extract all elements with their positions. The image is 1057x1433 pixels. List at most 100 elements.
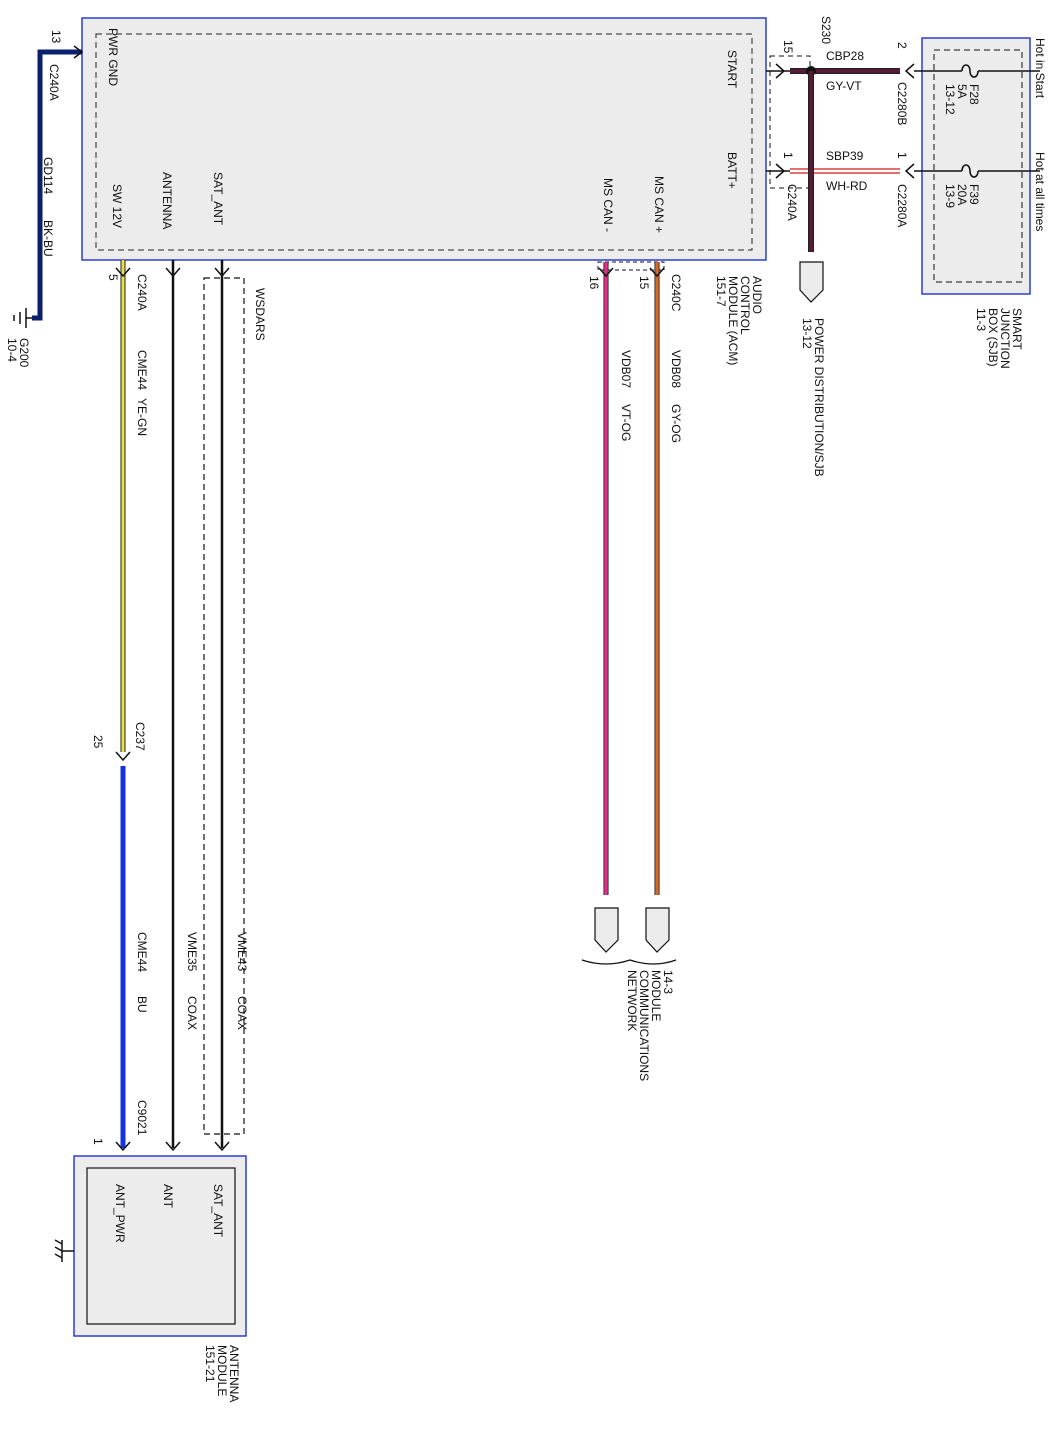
wsdars-shield: [203, 277, 245, 1135]
vdb08-color: GY-OG: [669, 404, 683, 443]
pin-label-start: START: [725, 50, 739, 89]
acm-inner-dashed: [95, 33, 753, 251]
vdb07-color: VT-OG: [619, 404, 633, 441]
fuse-f39-name: F39: [967, 184, 981, 205]
hot-at-all-times-label: Hot at all times: [1033, 152, 1047, 231]
network-ref-line-2: MODULE: [649, 970, 663, 1021]
am-name-line-3: 151-21: [203, 1345, 217, 1383]
c240a-gnd-label: C240A: [47, 64, 61, 101]
am-name-line-2: MODULE: [215, 1345, 229, 1396]
pin-number-sjb-start: 2: [895, 42, 909, 49]
sjb-name-line-1: SMART: [1010, 308, 1024, 350]
pin-number-start: 15: [781, 40, 795, 54]
smart-junction-box: F28 5A 13-12 F39 20A 13-9 Hot in Start H…: [914, 37, 1047, 369]
pin-label-antenna: ANTENNA: [160, 172, 174, 229]
twisted-pair-marker: [597, 261, 665, 271]
acm-name-line-3: MODULE (ACM): [726, 276, 740, 365]
pin-number-ms-can-minus: 16: [587, 276, 601, 290]
c240a-sw12v-connector: [115, 267, 131, 278]
vme35-label: VME35: [185, 932, 199, 972]
chassis-ground-icon: [54, 1239, 74, 1262]
antenna-circuit: VME35 COAX: [165, 260, 199, 1152]
pin-label-ms-can-minus: MS CAN -: [601, 178, 615, 232]
hot-in-start-label: Hot in Start: [1033, 38, 1047, 99]
cme44-color-lower: BU: [135, 996, 149, 1013]
pin-label-batt: BATT+: [725, 152, 739, 189]
gd114-wire: [32, 49, 82, 321]
vme35-coax: COAX: [185, 996, 199, 1030]
ground-circuit: 13 C240A GD114 BK-BU G200 10-4: [5, 30, 84, 368]
pin-label-ms-can-plus: MS CAN +: [652, 176, 666, 233]
am-pin-sat-ant: SAT_ANT: [211, 1184, 225, 1238]
pin-number-batt: 1: [781, 152, 795, 159]
cbp28-color: GY-VT: [826, 79, 862, 93]
c2280b-label: C2280B: [895, 82, 909, 125]
wsdars-label: WSDARS: [253, 288, 267, 341]
c9021-connector: [115, 1141, 131, 1152]
antenna-module: SAT_ANT ANT ANT_PWR ANTENNA MODULE 151-2…: [54, 1155, 247, 1402]
sat-ant-module-connector: [214, 1141, 230, 1152]
am-pin-ant-pwr: ANT_PWR: [113, 1184, 127, 1243]
network-ref-arrow-1: [594, 907, 619, 953]
c2280b-connector: [904, 63, 915, 79]
antenna-module-inner: [86, 1167, 236, 1325]
vme43-label: VME43: [235, 932, 249, 972]
batt-acm-connector: [775, 163, 786, 179]
acm-name-line-2: CONTROL: [738, 276, 752, 335]
c240a-gnd-connector: [73, 45, 84, 59]
c2280a-connector: [904, 163, 915, 179]
cme44-label-upper: CME44: [135, 350, 149, 390]
c240a-power-dashed: [769, 55, 811, 189]
acm-outline: [81, 17, 767, 261]
antenna-acm-connector: [165, 267, 181, 278]
c240c-label: C240C: [669, 274, 683, 312]
gd114-color: BK-BU: [41, 220, 55, 257]
sjb-name-line-2: JUNCTION: [998, 308, 1012, 369]
network-ref-line-4: NETWORK: [625, 970, 639, 1031]
pin-number-gnd: 13: [49, 30, 63, 44]
fuse-f28-icon: [961, 64, 979, 78]
pin-label-pwr-gnd: PWR GND: [106, 28, 120, 86]
ms-can-minus-connector: [598, 267, 614, 278]
acm-name: AUDIO CONTROL MODULE (ACM) 151-7: [714, 276, 764, 365]
sjb-outline: [921, 37, 1031, 295]
am-name-line-1: ANTENNA: [227, 1345, 241, 1402]
sjb-name-line-3: BOX (SJB): [986, 308, 1000, 367]
start-acm-connector: [775, 63, 786, 79]
fuse-f39-icon: [961, 164, 979, 178]
cbp28-label: CBP28: [826, 49, 864, 63]
am-pin-ant: ANT: [161, 1184, 175, 1209]
c2280a-label: C2280A: [895, 184, 909, 227]
pin-number-c9021: 1: [91, 1138, 105, 1145]
sat-ant-circuit: WSDARS VME43 COAX: [203, 260, 267, 1152]
acm-name-line-4: 151-7: [714, 276, 728, 307]
network-ref-arrow-2: [645, 907, 670, 953]
power-distribution-page: 13-12: [800, 318, 814, 349]
vdb08-label: VDB08: [669, 350, 683, 388]
fuse-f28-name: F28: [967, 84, 981, 105]
antenna-module-connector: [165, 1141, 181, 1152]
fuse-f39-ref: 13-9: [943, 184, 957, 208]
acm-name-line-1: AUDIO: [750, 276, 764, 314]
pin-label-sw12v: SW 12V: [110, 184, 124, 228]
pin-number-ms-can-plus: 15: [637, 276, 651, 290]
pin-label-sat-ant: SAT_ANT: [211, 172, 225, 226]
sbp39-label: SBP39: [826, 149, 864, 163]
ms-can-plus-connector: [649, 267, 665, 278]
power-distribution-ref-arrow: [799, 261, 824, 303]
cme44-color-upper: YE-GN: [135, 398, 149, 436]
c240a-batt-label: C240A: [785, 184, 799, 221]
pin-number-c237: 25: [91, 735, 105, 749]
antenna-module-outline: [73, 1155, 247, 1337]
s230-label: S230: [819, 16, 833, 44]
sjb-inner-dashed: [933, 49, 1023, 283]
sjb-name-line-4: 11-3: [974, 308, 988, 331]
sat-ant-acm-connector: [214, 267, 230, 278]
vdb07-label: VDB07: [619, 350, 633, 388]
fuse-f28-rating: 5A: [955, 84, 969, 99]
network-ref-line-3: COMMUNICATIONS: [637, 970, 651, 1081]
power-distribution-label: POWER DISTRIBUTION/SJB: [812, 318, 826, 477]
network-ref-brace: [581, 959, 677, 965]
cme44-label-lower: CME44: [135, 932, 149, 972]
